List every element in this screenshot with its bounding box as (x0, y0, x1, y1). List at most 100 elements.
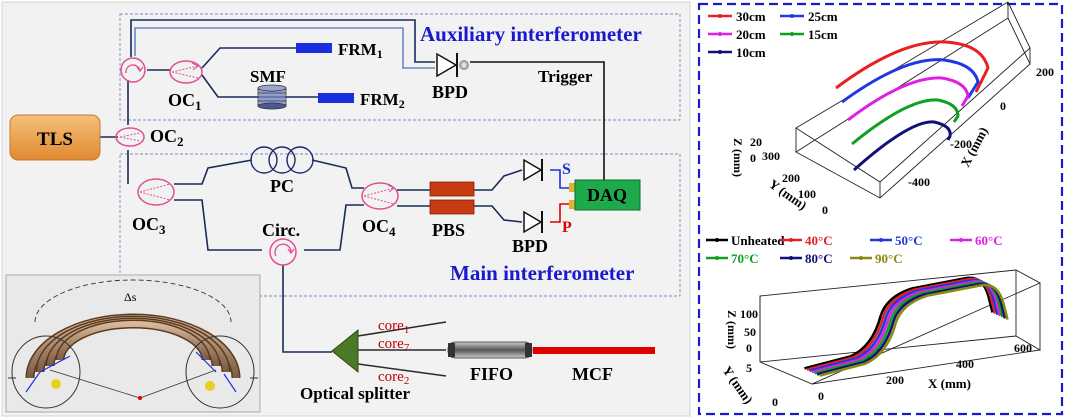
legend-marker-bottom (715, 256, 719, 260)
main-bpd-label: BPD (512, 236, 548, 256)
optical-splitter (331, 328, 359, 374)
aux-interferometer-box (119, 13, 681, 121)
legend-label-top: 15cm (808, 27, 838, 42)
tick-y-top: 0 (822, 203, 828, 217)
legend-label-bottom: 80°C (805, 251, 833, 266)
oc2-coupler (115, 127, 145, 147)
daq-box (574, 179, 641, 211)
daq-label: DAQ (587, 185, 627, 205)
mcf-label: MCF (572, 364, 613, 384)
legend-label-bottom: 60°C (975, 233, 1003, 248)
pc-label: PC (270, 176, 294, 196)
circ-label: Circ. (262, 220, 300, 240)
chart-bottom-curves (804, 276, 1009, 377)
legend-marker-top (718, 14, 722, 18)
legend-marker-bottom (789, 256, 793, 260)
legend-marker-bottom (879, 238, 883, 242)
tick-z-top: 0 (750, 151, 756, 165)
trigger-label: Trigger (538, 67, 593, 86)
legend-label-top: 25cm (808, 9, 838, 24)
legend-marker-bottom (959, 238, 963, 242)
legend-label-bottom: 40°C (805, 233, 833, 248)
oc1-label: OC1 (168, 90, 202, 113)
curve-top (841, 58, 980, 104)
tick-x-top: 0 (1000, 99, 1006, 113)
fiber-lines (100, 19, 523, 353)
legend-label-top: 20cm (736, 27, 766, 42)
legend-marker-top (718, 32, 722, 36)
aux-bpd-label: BPD (432, 82, 468, 102)
tick-x-top: -200 (950, 137, 972, 151)
tick-z-bottom: 100 (740, 307, 758, 321)
tick-z-top: 20 (750, 135, 762, 149)
core7-label: core7 (378, 336, 410, 354)
legend-marker-bottom (789, 238, 793, 242)
chart-top-curves (835, 40, 990, 172)
legend-label-bottom: 70°C (731, 251, 759, 266)
tick-x-top: -400 (908, 175, 930, 189)
tick-x-bottom: 600 (1014, 341, 1032, 355)
tick-x-bottom: 0 (818, 389, 824, 403)
main-circulator (269, 238, 297, 266)
oc3-label: OC3 (132, 214, 166, 237)
s-label: S (562, 161, 571, 178)
tick-y-top: 200 (782, 171, 800, 185)
curve-top (835, 40, 990, 93)
mcf-fiber (533, 347, 655, 354)
p-label: P (562, 219, 572, 236)
chart-top-z-label: Z (mm) (731, 138, 745, 177)
aux-bpd-diode (436, 52, 469, 78)
tick-y-top: 300 (762, 149, 780, 163)
chart-bottom-box (759, 269, 1042, 385)
tick-y-bottom: 0 (772, 395, 778, 409)
fifo-label: FIFO (470, 364, 513, 384)
legend-label-bottom: Unheated (731, 233, 785, 248)
polarization-controller (250, 146, 314, 174)
legend-marker-bottom (715, 238, 719, 242)
chart-bottom-x-label: X (mm) (928, 376, 971, 391)
legend-label-top: 30cm (736, 9, 766, 24)
main-interferometer-box (119, 153, 681, 297)
smf-label: SMF (250, 67, 286, 86)
legend-marker-top (718, 50, 722, 54)
chart-bottom-z-label: Z (mm) (725, 310, 739, 349)
tick-x-bottom: 200 (886, 373, 904, 387)
chart-top-box (795, 1, 1031, 199)
curve-bottom (819, 283, 1009, 377)
smf-spool (257, 84, 287, 110)
splitter-label: Optical splitter (300, 384, 410, 403)
tick-y-top: 100 (798, 187, 816, 201)
core1-label: core1 (378, 318, 409, 336)
fifo-device (447, 341, 533, 359)
oc3-coupler (137, 178, 175, 206)
frm2-label: FRM2 (360, 90, 405, 111)
oc2-label: OC2 (150, 126, 184, 149)
tls-label: TLS (37, 129, 73, 150)
pbs-block (429, 181, 475, 215)
legend-marker-bottom (859, 256, 863, 260)
frm2-mirror (318, 93, 354, 103)
legend-label-bottom: 50°C (895, 233, 923, 248)
core2-label: core2 (378, 369, 409, 387)
tick-y-bottom: 5 (746, 361, 752, 375)
tick-x-bottom: 400 (956, 357, 974, 371)
curve-top (851, 98, 960, 146)
tick-z-bottom: 0 (746, 341, 752, 355)
setup-panel: Auxiliary interferometer Main interferom… (1, 1, 691, 417)
pbs-label: PBS (432, 220, 465, 240)
main-title: Main interferometer (450, 261, 634, 285)
legend-marker-top (790, 32, 794, 36)
legend-marker-top (790, 14, 794, 18)
oc4-label: OC4 (362, 216, 396, 239)
fiber-bend-inset: Δs (5, 274, 261, 413)
tick-x-top: 200 (1036, 65, 1054, 79)
tick-z-bottom: 50 (744, 325, 756, 339)
oc1-coupler (169, 60, 203, 84)
main-bpd-diode (523, 158, 575, 234)
